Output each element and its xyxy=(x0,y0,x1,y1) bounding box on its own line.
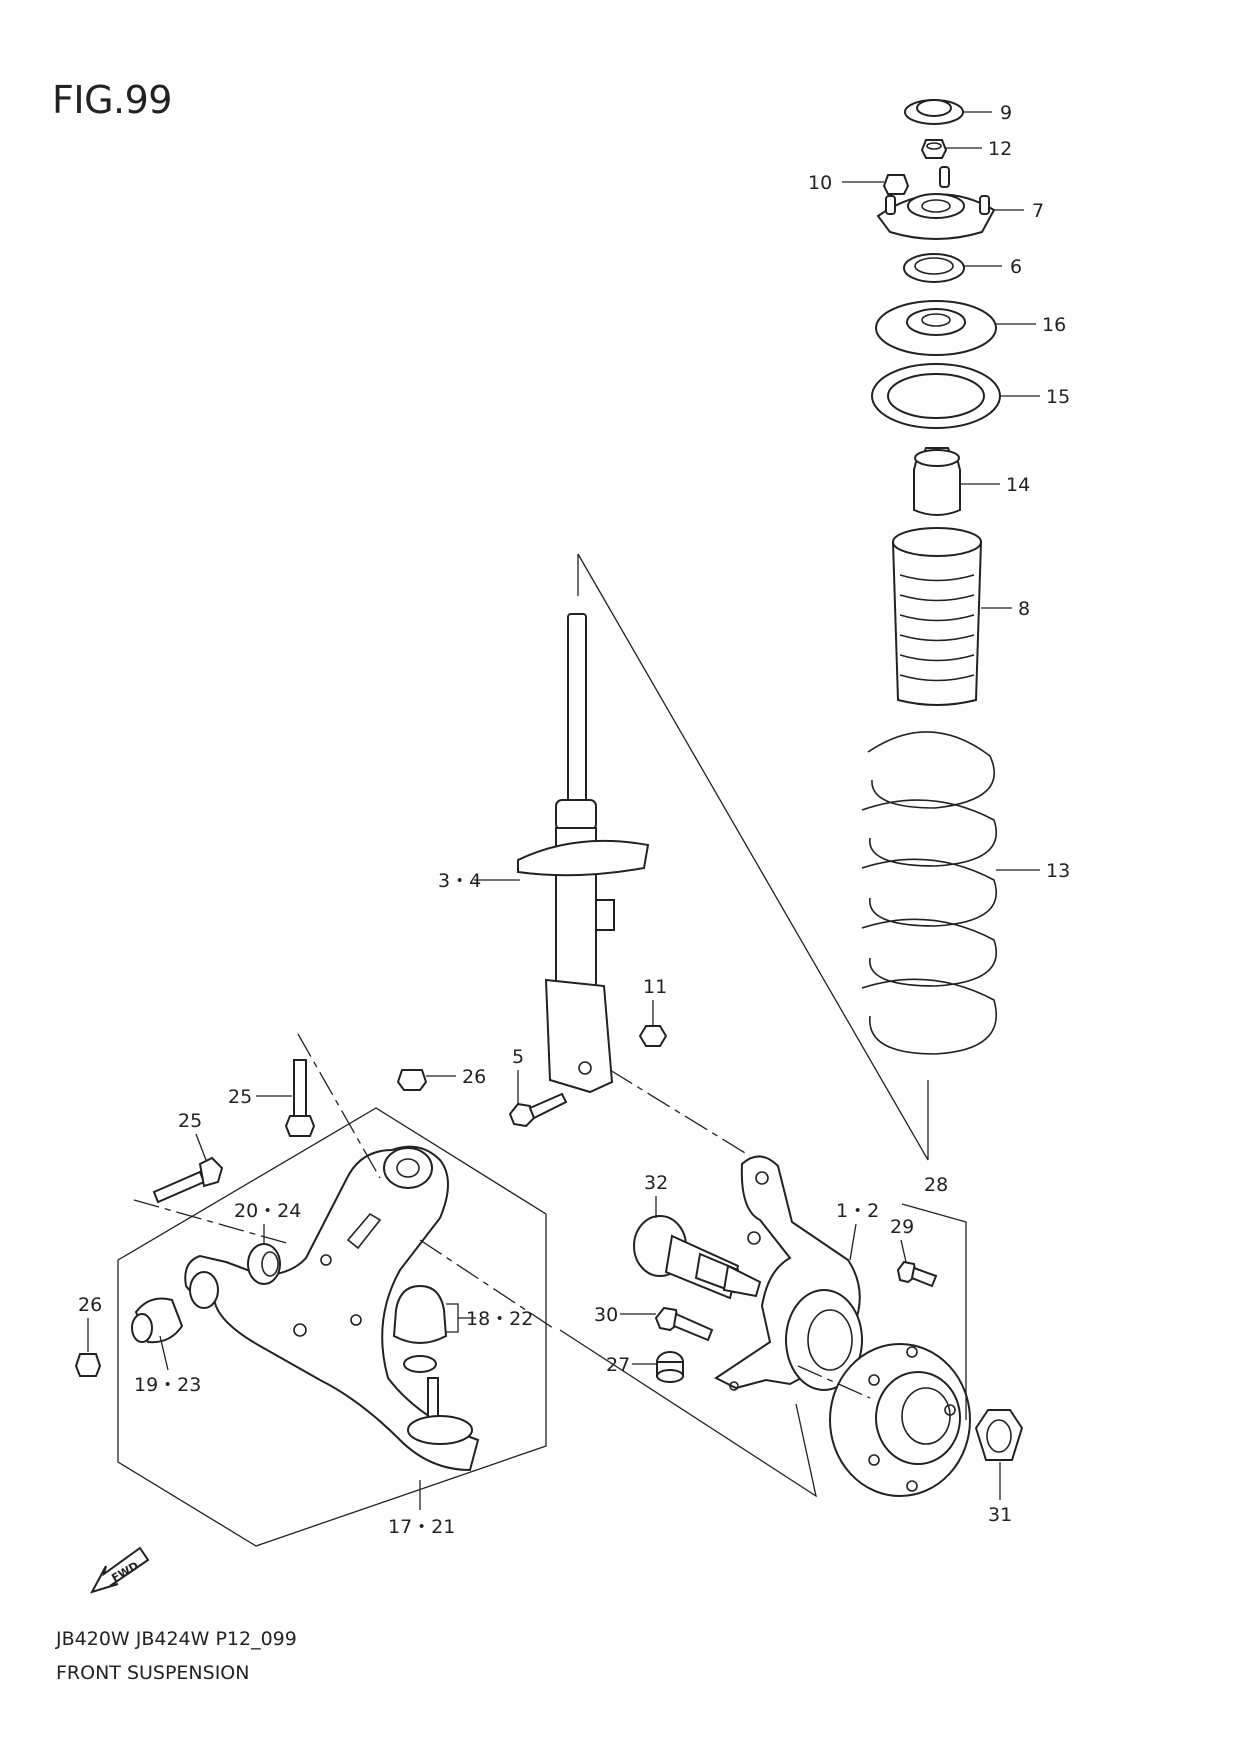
fwd-arrow-icon: FWD xyxy=(89,1546,150,1594)
part-strut-mount-7 xyxy=(876,166,996,240)
callout-14: 14 xyxy=(1006,474,1030,496)
callout-30: 30 xyxy=(594,1304,618,1326)
callout-12: 12 xyxy=(988,138,1012,160)
part-nut-26b xyxy=(74,1353,102,1377)
part-ball-joint-18-22 xyxy=(392,1284,473,1445)
callout-17-21: 17・21 xyxy=(388,1516,455,1538)
part-spring-seat-16 xyxy=(875,300,997,356)
diagram-code: JB420W JB424W P12_099 xyxy=(56,1628,297,1650)
part-hub-nut-31 xyxy=(974,1409,1024,1461)
callout-27: 27 xyxy=(606,1354,630,1376)
callout-5: 5 xyxy=(512,1046,524,1068)
part-dust-cap-9 xyxy=(904,99,964,125)
callout-labels: 9 12 10 7 6 16 15 14 8 13 3・4 11 5 26 25… xyxy=(78,102,1070,1538)
part-bushing-20-24 xyxy=(247,1243,281,1285)
callout-20-24: 20・24 xyxy=(234,1200,301,1222)
callout-15: 15 xyxy=(1046,386,1070,408)
callout-26a: 26 xyxy=(462,1066,486,1088)
part-nut-26a xyxy=(396,1069,428,1091)
callout-31: 31 xyxy=(988,1504,1012,1526)
guide-line-strut-knuckle xyxy=(609,1069,751,1157)
part-strut-absorber-3-4 xyxy=(517,613,650,1094)
callout-8: 8 xyxy=(1018,598,1030,620)
callout-26b: 26 xyxy=(78,1294,102,1316)
part-spring-seat-rubber-15 xyxy=(871,363,1001,429)
part-coil-spring-13 xyxy=(861,731,998,1055)
part-strut-boot-8 xyxy=(891,527,983,706)
part-knuckle-1-2 xyxy=(714,1155,863,1391)
part-bolt-29 xyxy=(896,1260,938,1288)
callout-25b: 25 xyxy=(178,1110,202,1132)
part-bolt-30 xyxy=(654,1306,714,1342)
callout-25a: 25 xyxy=(228,1086,252,1108)
callout-19-23: 19・23 xyxy=(134,1374,201,1396)
callout-29: 29 xyxy=(890,1216,914,1238)
callout-3-4: 3・4 xyxy=(438,870,481,892)
figure-title: FIG.99 xyxy=(52,78,172,122)
part-hub-28 xyxy=(829,1343,971,1497)
guide-line-ball-joint xyxy=(419,1239,557,1331)
part-bolt-25a xyxy=(284,1059,316,1137)
leader-lines xyxy=(87,111,1040,1510)
part-bushing-19-23 xyxy=(131,1297,184,1344)
callout-7: 7 xyxy=(1032,200,1044,222)
callout-9: 9 xyxy=(1000,102,1012,124)
callout-6: 6 xyxy=(1010,256,1022,278)
part-bolt-5 xyxy=(508,1092,568,1128)
guide-line-knuckle-hub xyxy=(797,1365,871,1399)
callout-1-2: 1・2 xyxy=(836,1200,879,1222)
callout-10: 10 xyxy=(808,172,832,194)
footer: JB420W JB424W P12_099 FRONT SUSPENSION xyxy=(56,1622,297,1690)
callout-11: 11 xyxy=(643,976,667,998)
guide-line-arm xyxy=(297,1033,381,1179)
callout-28: 28 xyxy=(924,1174,948,1196)
callout-18-22: 18・22 xyxy=(466,1308,533,1330)
frame-hub xyxy=(901,1203,967,1420)
frame-knuckle xyxy=(577,553,929,1161)
frame-lower-arm xyxy=(117,1107,547,1547)
part-bearing-6 xyxy=(903,253,965,283)
callout-16: 16 xyxy=(1042,314,1066,336)
part-nut-27 xyxy=(656,1351,684,1383)
diagram-name: FRONT SUSPENSION xyxy=(56,1662,250,1684)
part-bolt-25b xyxy=(152,1156,224,1204)
callout-32: 32 xyxy=(644,1172,668,1194)
part-nut-10 xyxy=(882,174,910,195)
part-drive-shaft-32 xyxy=(633,1215,762,1300)
callout-13: 13 xyxy=(1046,860,1070,882)
frame-knuckle-hub xyxy=(559,1329,817,1498)
part-nut-12 xyxy=(920,139,948,159)
part-nut-11 xyxy=(638,1025,668,1047)
part-bump-stopper-14 xyxy=(913,447,961,516)
